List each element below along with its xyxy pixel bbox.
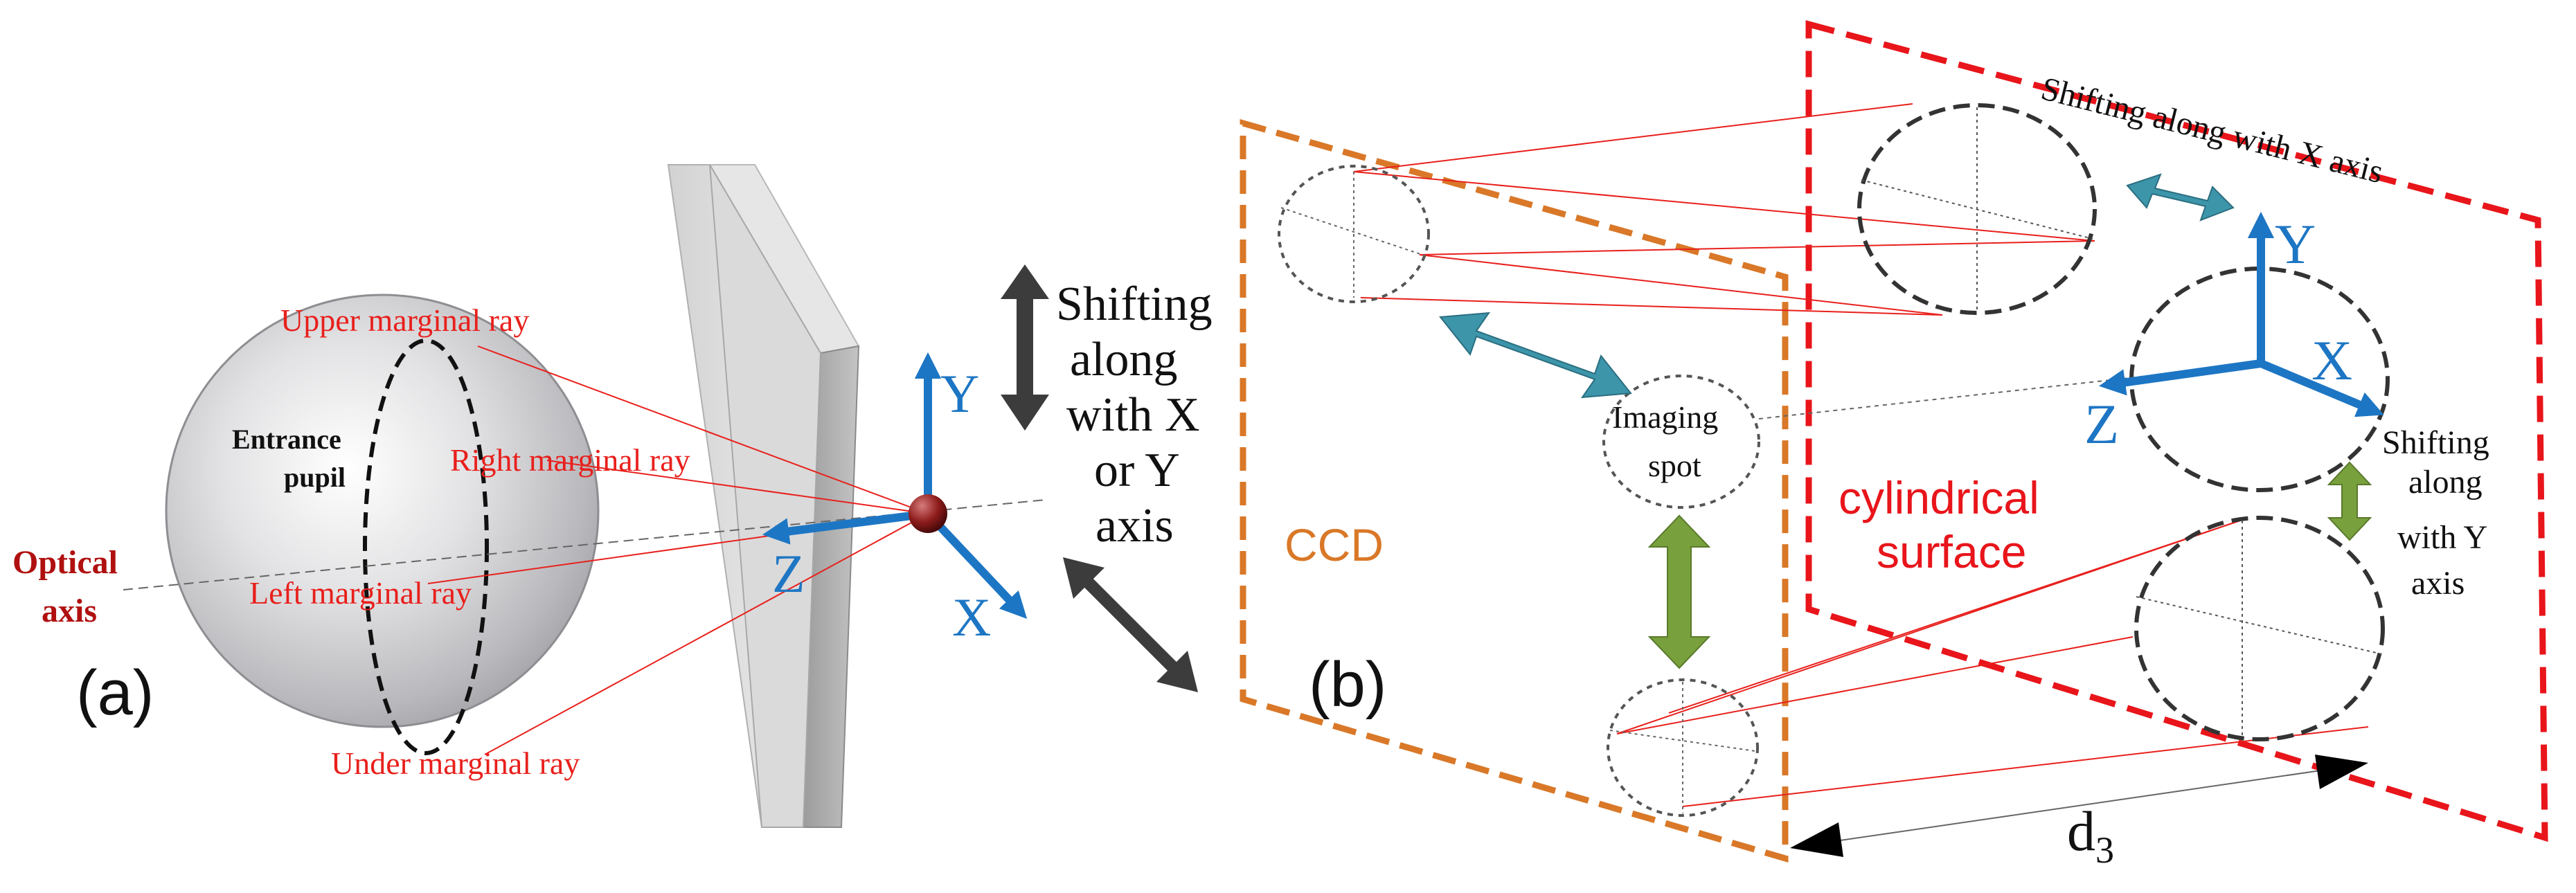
right-ray-label: Right marginal ray bbox=[450, 442, 690, 478]
axis-z-label-a: Z bbox=[772, 543, 805, 604]
cyl-spot-lower bbox=[2134, 516, 2385, 741]
cyl-spot-upper bbox=[1857, 103, 2097, 315]
axis-y-label-b: Y bbox=[2275, 213, 2316, 276]
optical-axis-line bbox=[123, 499, 1046, 590]
entrance-pupil-ellipse bbox=[363, 339, 489, 755]
chief-ray-b bbox=[1758, 363, 2262, 420]
middle-caption-1: Shifting bbox=[1056, 278, 1213, 331]
ccd-spot-upper bbox=[1278, 165, 1430, 303]
ray-bundles-b bbox=[1353, 103, 2369, 807]
middle-caption-3: with X bbox=[1066, 388, 1200, 442]
upper-ray-label: Upper marginal ray bbox=[280, 303, 529, 338]
middle-caption-4: or Y bbox=[1094, 444, 1180, 497]
shift-y-caption-2: along bbox=[2408, 464, 2483, 500]
middle-caption-2: along bbox=[1070, 333, 1178, 386]
cylindrical-surface-label-1: cylindrical bbox=[1839, 472, 2039, 523]
green-shift-arrow-cyl bbox=[2327, 461, 2372, 541]
optical-axis-label-2: axis bbox=[42, 593, 97, 629]
diagonal-link-arrow bbox=[1063, 557, 1198, 692]
teal-shift-arrow-cyl bbox=[2126, 173, 2235, 222]
middle-caption-5: axis bbox=[1095, 499, 1174, 552]
lens-sphere bbox=[165, 294, 600, 728]
under-ray-label: Under marginal ray bbox=[331, 746, 580, 781]
ccd-label: CCD bbox=[1285, 519, 1384, 570]
distance-d3 bbox=[1790, 755, 2368, 857]
vertical-shift-arrow bbox=[1001, 264, 1049, 431]
green-shift-arrow-ccd bbox=[1647, 514, 1711, 669]
ccd-outline bbox=[1240, 119, 1789, 863]
entrance-pupil-label-1: Entrance bbox=[232, 424, 341, 455]
cylindrical-surface-outline bbox=[1805, 20, 2548, 842]
imaging-spot-label-2: spot bbox=[1648, 448, 1701, 483]
shift-y-caption-1: Shifting bbox=[2382, 424, 2489, 461]
teal-shift-arrow-ccd bbox=[1439, 312, 1632, 399]
optical-axis-label-1: Optical bbox=[12, 544, 118, 581]
origin-ball bbox=[909, 494, 947, 533]
axis-z-label-b: Z bbox=[2084, 393, 2119, 455]
glass-plate bbox=[667, 164, 860, 828]
imaging-spot-label-1: Imaging bbox=[1612, 399, 1718, 435]
axis-y-label-a: Y bbox=[940, 363, 979, 424]
axis-x-label-a: X bbox=[952, 587, 991, 647]
axes-a bbox=[762, 352, 1028, 619]
entrance-pupil-label-2: pupil bbox=[284, 462, 346, 493]
left-ray-label: Left marginal ray bbox=[249, 575, 472, 611]
panel-b-label: (b) bbox=[1309, 649, 1386, 720]
axis-x-label-b: X bbox=[2311, 329, 2352, 392]
imaging-spot-circle bbox=[1602, 375, 1760, 509]
shift-y-caption-3: with Y bbox=[2397, 519, 2487, 556]
shift-y-caption-4: axis bbox=[2411, 565, 2465, 602]
panel-a-label: (a) bbox=[76, 658, 154, 728]
distance-d3-label: d3 bbox=[2067, 800, 2114, 871]
cylindrical-surface-label-2: surface bbox=[1877, 526, 2026, 577]
axes-b bbox=[2098, 211, 2384, 417]
ccd-spot-lower bbox=[1607, 678, 1759, 817]
shift-x-caption: Shifting along with X axis bbox=[2037, 70, 2386, 190]
